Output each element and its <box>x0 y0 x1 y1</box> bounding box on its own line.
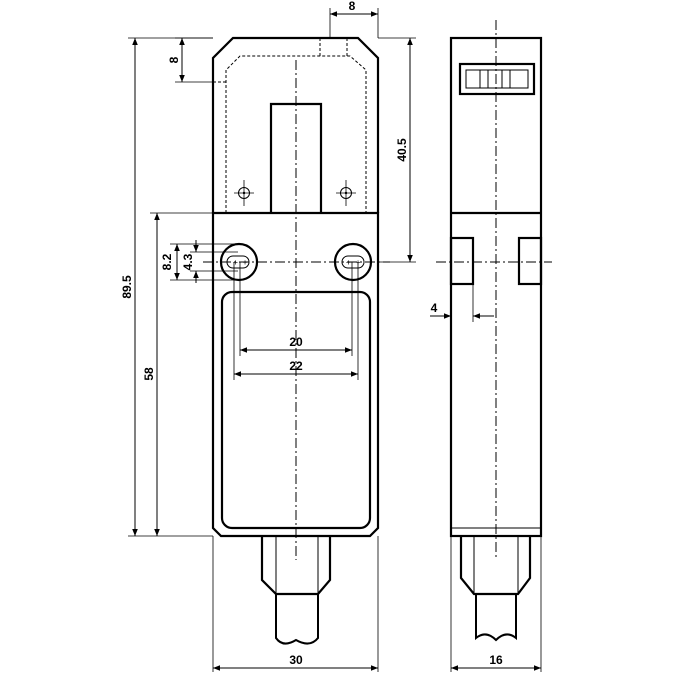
dim-pitch-max: 22 <box>289 359 303 373</box>
dim-top-tab: 8 <box>349 0 356 13</box>
cable-gland <box>260 536 332 596</box>
actuator-head-outline <box>211 36 380 213</box>
side-cable <box>475 594 517 642</box>
dim-overall-height: 89.5 <box>120 275 134 299</box>
side-cable-gland <box>459 536 532 596</box>
screw-hole-left <box>234 180 254 206</box>
side-lug-left <box>449 236 475 286</box>
dim-side-step: 4 <box>431 301 438 315</box>
cable <box>275 594 319 645</box>
connector-window <box>458 62 536 96</box>
dim-top-offset: 8 <box>167 56 181 63</box>
dim-key-depth: 40.5 <box>395 138 409 162</box>
dim-width: 30 <box>289 653 303 667</box>
dim-slot-outer: 8.2 <box>160 253 174 270</box>
dim-depth: 16 <box>489 653 503 667</box>
dim-pitch-min: 20 <box>289 335 303 349</box>
side-view <box>436 20 552 642</box>
connector-inner <box>465 69 529 89</box>
actuator-head-hidden <box>225 55 367 213</box>
screw-hole-right <box>336 180 356 206</box>
dim-body-height: 58 <box>142 367 156 381</box>
side-lug-right <box>517 236 543 286</box>
dim-slot-inner: 4.3 <box>181 253 195 270</box>
main-body-outline <box>211 211 380 538</box>
dimensions: 8 8 40.5 89.5 58 8.2 4.3 <box>120 0 542 672</box>
